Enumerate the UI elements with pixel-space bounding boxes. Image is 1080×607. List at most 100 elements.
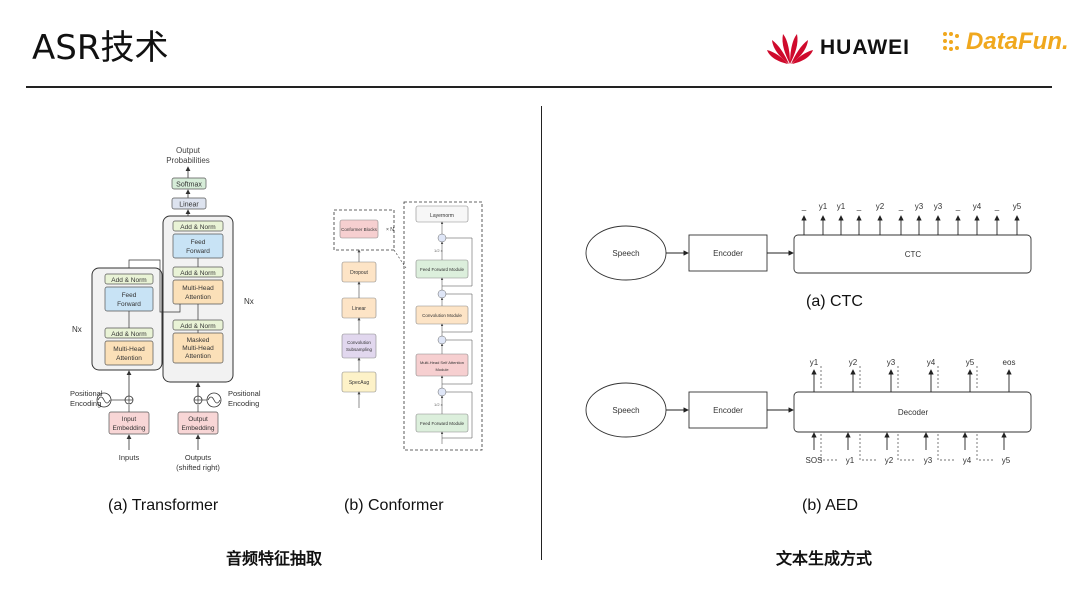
input-embedding-line2: Embedding <box>113 425 146 432</box>
aed-input-5: y4 <box>963 456 972 465</box>
ctc-block <box>793 234 1032 274</box>
aed-output-2: y2 <box>849 358 858 367</box>
conformer-dropout-label: Dropout <box>350 270 368 276</box>
aed-speech-label: Speech <box>612 406 639 415</box>
aed-input-arrows <box>811 432 1007 450</box>
decoder-pos-enc-line2: Encoding <box>228 399 259 408</box>
output-embedding-line2: Embedding <box>182 425 215 432</box>
ctc-output-2: y1 <box>819 202 828 211</box>
aed-input-4: y3 <box>924 456 933 465</box>
encoder-pos-enc-line2: Encoding <box>70 399 101 408</box>
conformer-mhsa-block <box>415 353 469 377</box>
encoder-pos-enc-line1: Positional <box>70 389 103 398</box>
ctc-encoder-label: Encoder <box>713 249 743 258</box>
huawei-logo-text: HUAWEI <box>820 36 910 59</box>
conformer-diagram: Conformer Blocks × N Dropout Linear Conv… <box>333 201 483 451</box>
transformer-encoder-nx: Nx <box>72 325 82 334</box>
ctc-output-4: _ <box>856 202 862 211</box>
huawei-petal-icon <box>767 34 813 64</box>
conformer-detail-dashed-box <box>403 201 483 451</box>
datafun-logo: DataFun. <box>942 28 1069 56</box>
decoder-addnorm-1-label: Add & Norm <box>180 323 215 330</box>
aed-output-4: y4 <box>927 358 936 367</box>
encoder-addnorm-1-label: Add & Norm <box>111 331 146 338</box>
decoder-masked-line3: Attention <box>185 353 211 360</box>
transformer-softmax-label: Softmax <box>176 182 202 189</box>
aed-output-5: y5 <box>966 358 975 367</box>
ctc-output-6: _ <box>898 202 904 211</box>
aed-input-6: y5 <box>1002 456 1011 465</box>
decoder-masked-line2: Multi-Head <box>182 345 214 352</box>
decoder-pos-enc-line1: Positional <box>228 389 261 398</box>
datafun-dots-icon <box>943 32 959 51</box>
transformer-inputs-label: Inputs <box>119 453 140 462</box>
page-title: ASR技术 <box>32 28 169 68</box>
conformer-caption: (b) Conformer <box>344 497 444 514</box>
decoder-ff-line1: Feed <box>191 239 206 246</box>
aed-encoder-block <box>688 391 768 429</box>
transformer-caption: (a) Transformer <box>108 497 219 514</box>
conformer-conv-subsampling-block <box>341 333 377 359</box>
aed-input-3: y2 <box>885 456 894 465</box>
header-divider <box>26 86 1052 88</box>
aed-encoder-label: Encoder <box>713 406 743 415</box>
aed-decoder-block <box>793 391 1032 433</box>
transformer-output-probabilities-line1: Output <box>176 146 201 155</box>
conformer-linear-label: Linear <box>352 306 366 312</box>
transformer-outputs-line1: Outputs <box>185 453 212 462</box>
conformer-specaug-label: SpecAug <box>349 380 370 386</box>
input-embedding-line1: Input <box>122 416 137 423</box>
decoder-ff-line2: Forward <box>186 248 210 255</box>
aed-output-6: eos <box>1003 358 1016 367</box>
encoder-addnorm-2-label: Add & Norm <box>111 277 146 284</box>
transformer-linear-label: Linear <box>179 202 199 209</box>
aed-input-1: SOS <box>806 456 823 465</box>
ctc-output-arrows <box>801 215 1020 235</box>
transformer-output-probabilities-line2: Probabilities <box>166 156 210 165</box>
output-embedding-line1: Output <box>188 416 208 423</box>
conformer-ffm-top-label: Feed Forward Module <box>420 267 465 272</box>
ctc-output-9: _ <box>955 202 961 211</box>
conformer-mhsa-line1: Multi-Head Self Attention <box>420 360 464 365</box>
left-section-title: 音频特征抽取 <box>226 549 323 568</box>
transformer-softmax-block <box>171 177 207 190</box>
datafun-logo-text: DataFun. <box>966 28 1069 55</box>
aed-input-2: y1 <box>846 456 855 465</box>
aed-caption: (b) AED <box>802 497 859 514</box>
aed-decoder-label: Decoder <box>898 408 929 417</box>
encoder-ff-line1: Feed <box>122 292 137 299</box>
conformer-blocks-label: Conformer Blocks <box>341 227 378 232</box>
aed-feedback-lines <box>820 366 995 461</box>
conformer-half-x-top: 1/2 x <box>434 248 443 253</box>
ctc-output-1: _ <box>801 202 807 211</box>
encoder-addnorm-2 <box>104 273 154 285</box>
decoder-mha-line1: Multi-Head <box>182 285 214 292</box>
decoder-mha-line2: Attention <box>185 294 211 301</box>
section-divider <box>541 106 542 560</box>
encoder-mha-line2: Attention <box>116 355 142 362</box>
ctc-output-12: y5 <box>1013 202 1022 211</box>
right-section-title: 文本生成方式 <box>776 549 873 568</box>
encoder-multi-head-attention <box>104 340 154 366</box>
huawei-logo: HUAWEI <box>766 30 910 66</box>
conformer-conv-sub-line2: Subsampling <box>346 347 373 352</box>
decoder-addnorm-3 <box>172 220 224 232</box>
transformer-diagram: Output Probabilities Softmax Linear Nx A… <box>70 146 261 472</box>
aed-output-3: y3 <box>887 358 896 367</box>
conformer-conv-module-label: Convolution Module <box>422 313 462 318</box>
conformer-times-n: × N <box>386 227 394 233</box>
aed-diagram: Speech Encoder Decoder y1 y2 y3 y4 y5 eo… <box>585 358 1032 465</box>
encoder-ff-line2: Forward <box>117 301 141 308</box>
ctc-output-3: y1 <box>837 202 846 211</box>
ctc-speech-label: Speech <box>612 249 639 258</box>
ctc-encoder-block <box>688 234 768 272</box>
ctc-caption: (a) CTC <box>806 293 863 310</box>
encoder-mha-line1: Multi-Head <box>113 346 145 353</box>
conformer-conv-sub-line1: Convolution <box>347 340 371 345</box>
ctc-block-label: CTC <box>905 250 922 259</box>
conformer-blocks-block <box>339 219 379 239</box>
transformer-decoder-nx: Nx <box>244 297 254 306</box>
conformer-layernorm-label: Layernorm <box>430 213 454 219</box>
transformer-linear-block <box>171 197 207 210</box>
